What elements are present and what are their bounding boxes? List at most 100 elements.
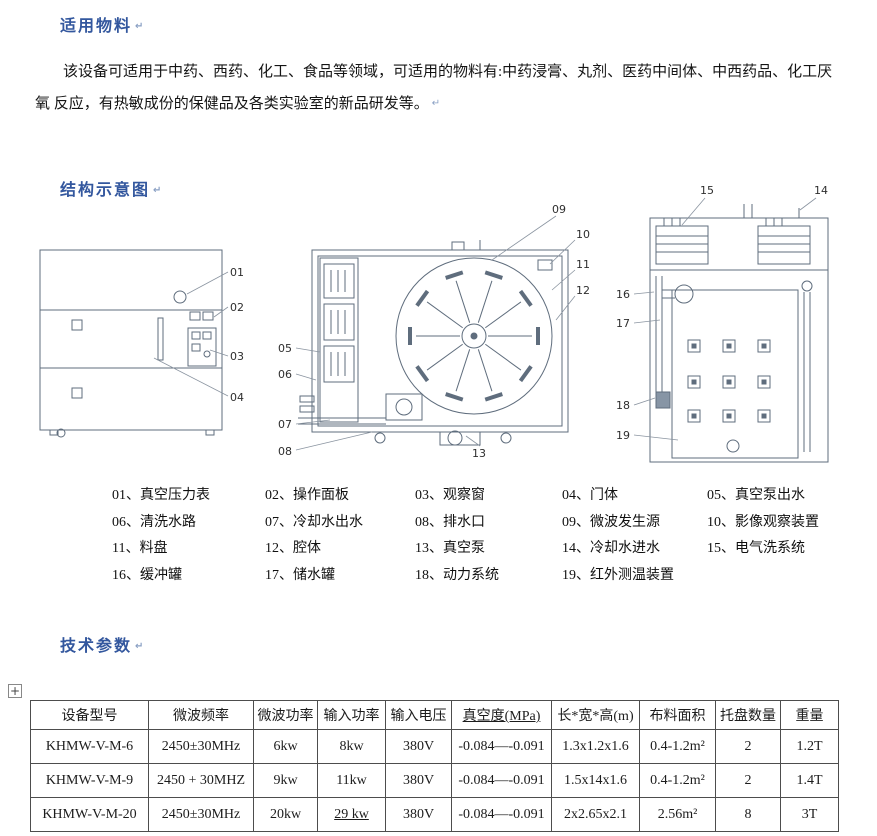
microwave-source-shape xyxy=(451,241,465,251)
callout-09: 09 xyxy=(552,203,566,216)
table-cell: 11kw xyxy=(317,763,386,798)
column-header: 微波功率 xyxy=(253,700,318,730)
transformer-left-shape xyxy=(655,218,709,265)
callout-17: 17 xyxy=(616,317,630,330)
callout-14: 14 xyxy=(814,184,828,197)
table-cell: 2450 + 30MHZ xyxy=(148,763,254,798)
table-row: KHMW-V-M-9 2450 + 30MHZ 9kw 11kw 380V -0… xyxy=(30,763,839,798)
specs-heading: 技术参数↵ xyxy=(60,632,143,656)
paragraph-mark-icon: ↵ xyxy=(431,98,441,109)
power-system-shape xyxy=(655,391,671,409)
table-cell: 1.2T xyxy=(780,729,839,764)
legend-item: 03、观察窗 xyxy=(415,488,485,503)
legend-item: 10、影像观察装置 xyxy=(707,514,819,530)
table-cell: 1.3x1.2x1.6 xyxy=(551,729,640,764)
callout-03: 03 xyxy=(230,350,244,363)
table-cell: -0.084—-0.091 xyxy=(451,763,552,798)
table-cell: KHMW-V-M-20 xyxy=(30,797,149,832)
materials-heading-text: 适用物料 xyxy=(60,18,133,35)
legend-item: 16、缓冲罐 xyxy=(112,567,182,583)
column-header: 输入功率 xyxy=(317,700,386,730)
materials-heading: 适用物料↵ xyxy=(60,12,143,36)
table-cell: 380V xyxy=(385,763,452,798)
column-header: 微波频率 xyxy=(148,700,254,730)
table-cell: 0.4-1.2m² xyxy=(639,729,716,764)
paragraph-mark-icon: ↵ xyxy=(153,185,162,196)
specs-table: 设备型号 微波频率 微波功率 输入功率 输入电压 真空度(MPa) 长*宽*高(… xyxy=(30,700,839,832)
callout-10: 10 xyxy=(576,228,590,241)
legend-item: 07、冷却水出水 xyxy=(265,514,363,530)
callout-18: 18 xyxy=(616,399,630,412)
legend-item: 02、操作面板 xyxy=(265,488,349,503)
legend-item: 06、清洗水路 xyxy=(112,514,196,530)
column-header: 长*宽*高(m) xyxy=(551,700,640,730)
legend-item: 09、微波发生源 xyxy=(562,514,660,530)
table-cell: 9kw xyxy=(253,763,318,798)
callout-08: 08 xyxy=(278,445,292,458)
specs-heading-text: 技术参数 xyxy=(60,638,133,655)
column-header: 布料面积 xyxy=(639,700,716,730)
materials-paragraph: 该设备可适用于中药、西药、化工、食品等领域，可适用的物料有:中药浸膏、丸剂、医药… xyxy=(35,56,832,120)
column-header: 托盘数量 xyxy=(715,700,781,730)
column-header: 重量 xyxy=(780,700,839,730)
structure-heading: 结构示意图↵ xyxy=(60,176,161,200)
table-cell: 380V xyxy=(385,729,452,764)
column-header: 设备型号 xyxy=(30,700,149,730)
table-cell: -0.084—-0.091 xyxy=(451,797,552,832)
paragraph-mark-icon: ↵ xyxy=(135,21,144,32)
table-move-handle[interactable]: + xyxy=(8,684,22,698)
control-panel-shape xyxy=(187,327,217,367)
table-cell: 2450±30MHz xyxy=(148,797,254,832)
callout-16: 16 xyxy=(616,288,630,301)
table-cell: 2x2.65x2.1 xyxy=(551,797,640,832)
transformer-right-shape xyxy=(757,218,811,265)
legend-item: 04、门体 xyxy=(562,488,618,503)
legend-item: 05、真空泵出水 xyxy=(707,488,805,503)
table-cell: 20kw xyxy=(253,797,318,832)
table-header-row: 设备型号 微波频率 微波功率 输入功率 输入电压 真空度(MPa) 长*宽*高(… xyxy=(30,700,839,730)
structure-heading-text: 结构示意图 xyxy=(60,182,151,199)
chamber-callouts: 09 10 11 12 13 05 06 07 08 xyxy=(278,203,590,460)
magnetron-panel-shape xyxy=(671,289,799,459)
table-cell: -0.084—-0.091 xyxy=(451,729,552,764)
table-row: KHMW-V-M-20 2450±30MHz 20kw 29 kw 380V -… xyxy=(30,797,839,832)
buffer-tank-shape xyxy=(674,284,694,304)
callout-12: 12 xyxy=(576,284,590,297)
column-header: 输入电压 xyxy=(385,700,452,730)
column-header: 真空度(MPa) xyxy=(451,700,552,730)
paragraph-mark-icon: ↵ xyxy=(135,641,144,652)
chamber-drawing xyxy=(298,240,569,446)
legend-item: 01、真空压力表 xyxy=(112,488,210,503)
table-cell: 2.56m² xyxy=(639,797,716,832)
callout-13: 13 xyxy=(472,447,486,460)
callout-01: 01 xyxy=(230,266,244,279)
legend-item: 14、冷却水进水 xyxy=(562,541,660,557)
table-cell: KHMW-V-M-9 xyxy=(30,763,149,798)
table-cell: 1.4T xyxy=(780,763,839,798)
table-cell: 2 xyxy=(715,763,781,798)
legend-item: 13、真空泵 xyxy=(415,541,485,557)
table-cell: 8 xyxy=(715,797,781,832)
paragraph-line: 氧 反应，有热敏成份的保健品及各类实验室的新品研发等。↵ xyxy=(35,88,832,120)
legend-item: 17、储水罐 xyxy=(265,567,335,583)
legend-item: 19、红外测温装置 xyxy=(562,567,674,583)
legend-item: 12、腔体 xyxy=(265,541,321,557)
callout-05: 05 xyxy=(278,342,292,355)
paragraph-line-text: 氧 反应，有热敏成份的保健品及各类实验室的新品研发等。 xyxy=(35,96,429,112)
callout-02: 02 xyxy=(230,301,244,314)
camera-shape xyxy=(537,259,553,271)
table-cell: 29 kw xyxy=(317,797,386,832)
callout-11: 11 xyxy=(576,258,590,271)
callout-06: 06 xyxy=(278,368,292,381)
table-cell: KHMW-V-M-6 xyxy=(30,729,149,764)
callout-07: 07 xyxy=(278,418,292,431)
table-cell: 380V xyxy=(385,797,452,832)
legend-item: 18、动力系统 xyxy=(415,567,499,583)
table-cell: 1.5x14x1.6 xyxy=(551,763,640,798)
plus-icon: + xyxy=(9,684,21,698)
paragraph-line: 该设备可适用于中药、西药、化工、食品等领域，可适用的物料有:中药浸膏、丸剂、医药… xyxy=(35,56,832,88)
callout-15: 15 xyxy=(700,184,714,197)
table-cell: 3T xyxy=(780,797,839,832)
legend-item: 11、料盘 xyxy=(112,541,168,557)
